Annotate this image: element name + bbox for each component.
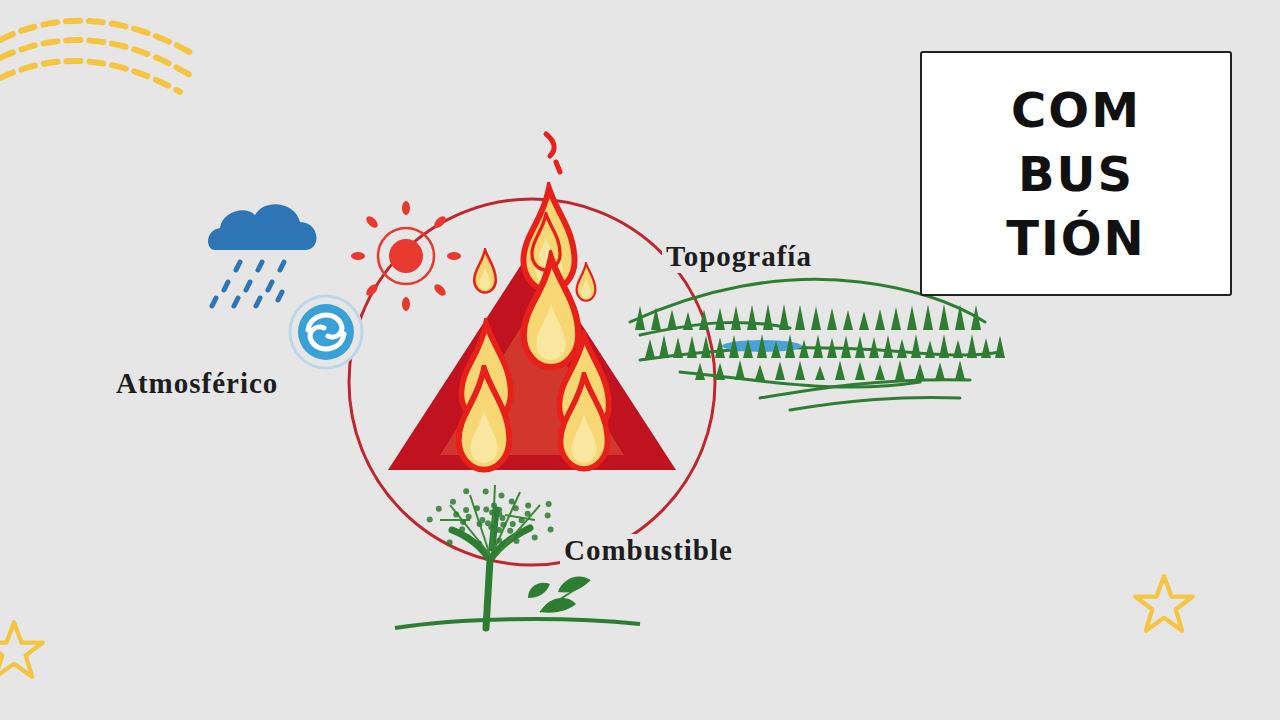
landscape-icon bbox=[630, 279, 1000, 410]
sun-icon bbox=[351, 201, 461, 311]
decor-star bbox=[1135, 576, 1193, 630]
cycle-circle bbox=[349, 199, 715, 565]
flames bbox=[459, 134, 609, 470]
tree-row bbox=[635, 304, 1005, 380]
wind-swirl-icon bbox=[290, 296, 362, 368]
decor-star bbox=[0, 622, 43, 676]
title-box: COM BUS TIÓN bbox=[920, 51, 1232, 296]
title-text: COM BUS TIÓN bbox=[991, 78, 1161, 270]
factor-label: Combustible bbox=[560, 534, 737, 567]
factor-label: Atmosférico bbox=[112, 367, 282, 400]
cloud-rain-icon bbox=[208, 204, 316, 306]
decor-arcs bbox=[0, 21, 195, 92]
factor-label: Topografía bbox=[662, 240, 816, 273]
